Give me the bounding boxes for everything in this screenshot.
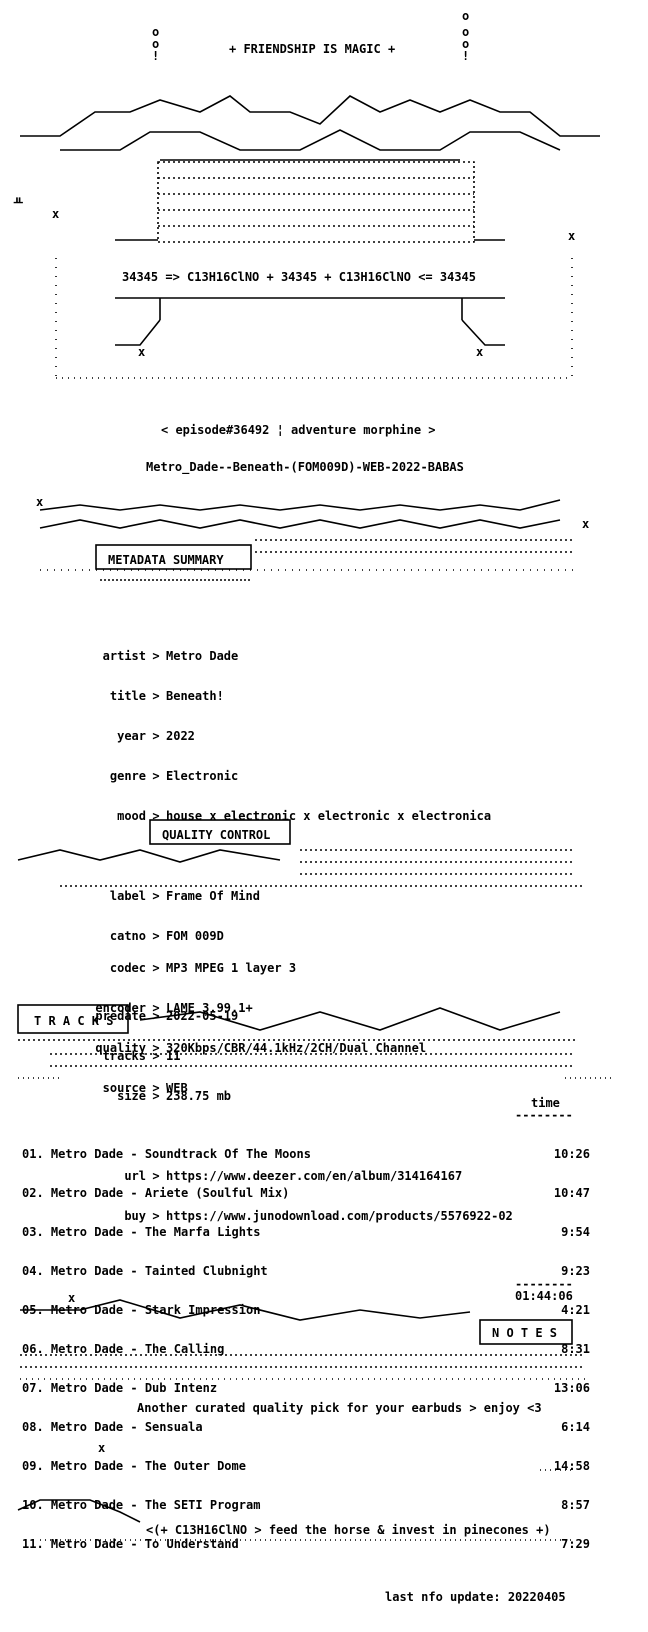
- metadata-section-title: METADATA SUMMARY: [108, 553, 224, 567]
- svg-text:x: x: [138, 345, 145, 359]
- track-list: 01. Metro Dade - Soundtrack Of The Moons…: [22, 1121, 590, 1564]
- meta-row-predate: predate>2022-05-19: [95, 1009, 239, 1023]
- header-title: + FRIENDSHIP IS MAGIC +: [229, 42, 396, 56]
- footer-tagline: <(+ C13H16ClNO > feed the horse & invest…: [146, 1523, 551, 1537]
- qc-row-source: source>WEB: [102, 1081, 188, 1095]
- qc-row-encoder: encoder>LAME 3.99.1+: [95, 1001, 253, 1015]
- svg-text:ᚇ: ᚇ: [13, 195, 23, 209]
- meta-row-catno: catno>FOM 009D: [109, 929, 224, 943]
- release-name: Metro_Dade--Beneath-(FOM009D)-WEB-2022-B…: [146, 460, 464, 474]
- svg-text:x: x: [68, 1291, 75, 1305]
- qc-row-codec: codec>MP3 MPEG 1 layer 3: [109, 961, 297, 975]
- svg-text:o: o: [152, 25, 159, 39]
- meta-row-artist: artist>Metro Dade: [102, 649, 239, 663]
- notes-section-title: N O T E S: [492, 1326, 558, 1340]
- svg-text:x: x: [36, 495, 43, 509]
- meta-row-size: size>238.75 mb: [117, 1089, 232, 1103]
- svg-text:x: x: [568, 229, 575, 243]
- quality-section-title: QUALITY CONTROL: [162, 828, 271, 842]
- tracks-header-rule: --------: [515, 1108, 573, 1122]
- url-link[interactable]: https://www.deezer.com/en/album/31416416…: [166, 1169, 463, 1183]
- meta-row-buy: buy>https://www.junodownload.com/product…: [124, 1209, 513, 1223]
- tracks-time-header: time: [531, 1096, 560, 1110]
- meta-row-url: url>https://www.deezer.com/en/album/3141…: [124, 1169, 463, 1183]
- svg-text:x: x: [98, 1441, 105, 1455]
- tracks-total-time: 01:44:06: [515, 1289, 573, 1303]
- track-row: 01. Metro Dade - Soundtrack Of The Moons…: [22, 1147, 590, 1161]
- svg-text:x: x: [476, 345, 483, 359]
- meta-row-tracks: tracks>11: [102, 1049, 181, 1063]
- svg-text:o: o: [152, 37, 159, 51]
- buy-link[interactable]: https://www.junodownload.com/products/55…: [166, 1209, 513, 1223]
- last-update: last nfo update: 20220405: [385, 1590, 566, 1604]
- svg-text:x: x: [582, 517, 589, 531]
- metadata-table: artist>Metro Dade title>Beneath! year>20…: [20, 622, 513, 1236]
- meta-row-genre: genre>Electronic: [109, 769, 239, 783]
- svg-text:!: !: [152, 49, 159, 63]
- meta-row-label: label>Frame Of Mind: [109, 889, 260, 903]
- meta-row-year: year>2022: [117, 729, 195, 743]
- notes-text: Another curated quality pick for your ea…: [137, 1401, 542, 1415]
- svg-text:!: !: [462, 49, 469, 63]
- svg-text:x: x: [52, 207, 59, 221]
- tracks-total-rule: --------: [515, 1277, 573, 1291]
- track-row: 02. Metro Dade - Ariete (Soulful Mix)10:…: [22, 1186, 590, 1200]
- chem-line: 34345 => C13H16ClNO + 34345 + C13H16ClNO…: [122, 270, 477, 284]
- meta-row-mood: mood>house x electronic x electronic x e…: [117, 809, 492, 823]
- episode-line: < episode#36492 ¦ adventure morphine >: [161, 423, 436, 437]
- svg-text:o: o: [462, 25, 469, 39]
- tracks-section-title: T R A C K S: [34, 1014, 114, 1028]
- svg-text:o: o: [462, 37, 469, 51]
- svg-text:o: o: [462, 9, 469, 23]
- quality-table: codec>MP3 MPEG 1 layer 3 encoder>LAME 3.…: [20, 934, 426, 1108]
- qc-row-quality: quality>320Kbps/CBR/44.1kHz/2CH/Dual Cha…: [95, 1041, 427, 1055]
- meta-row-title: title>Beneath!: [109, 689, 224, 703]
